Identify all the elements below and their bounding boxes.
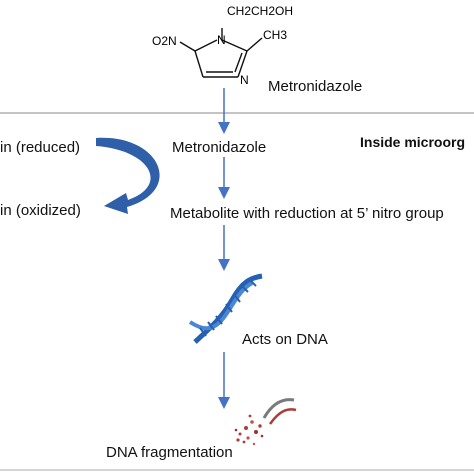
metabolite-label: Metabolite with reduction at 5’ nitro gr… — [170, 205, 444, 222]
dna-fragment-icon — [234, 398, 297, 446]
metronidazole-label-inside: Metronidazole — [172, 139, 267, 156]
dna-fragmentation-label: DNA fragmentation — [106, 444, 233, 461]
ethanol-substituent: CH2CH2OH — [227, 4, 293, 18]
acts-on-dna-label: Acts on DNA — [242, 331, 328, 348]
redox-curved-arrow — [96, 137, 160, 214]
metronidazole-structure — [179, 28, 263, 78]
metronidazole-label-top: Metronidazole — [268, 78, 363, 95]
dna-helix-icon — [188, 273, 263, 344]
methyl-substituent: CH3 — [263, 28, 287, 42]
reduced-label: in (reduced) — [0, 139, 81, 156]
ring-nitrogen-1: N — [217, 33, 226, 47]
nitro-substituent: O2N — [152, 34, 177, 48]
ring-nitrogen-3: N — [240, 73, 249, 87]
region-label: Inside microorg — [360, 134, 466, 150]
oxidized-label: in (oxidized) — [0, 202, 81, 219]
